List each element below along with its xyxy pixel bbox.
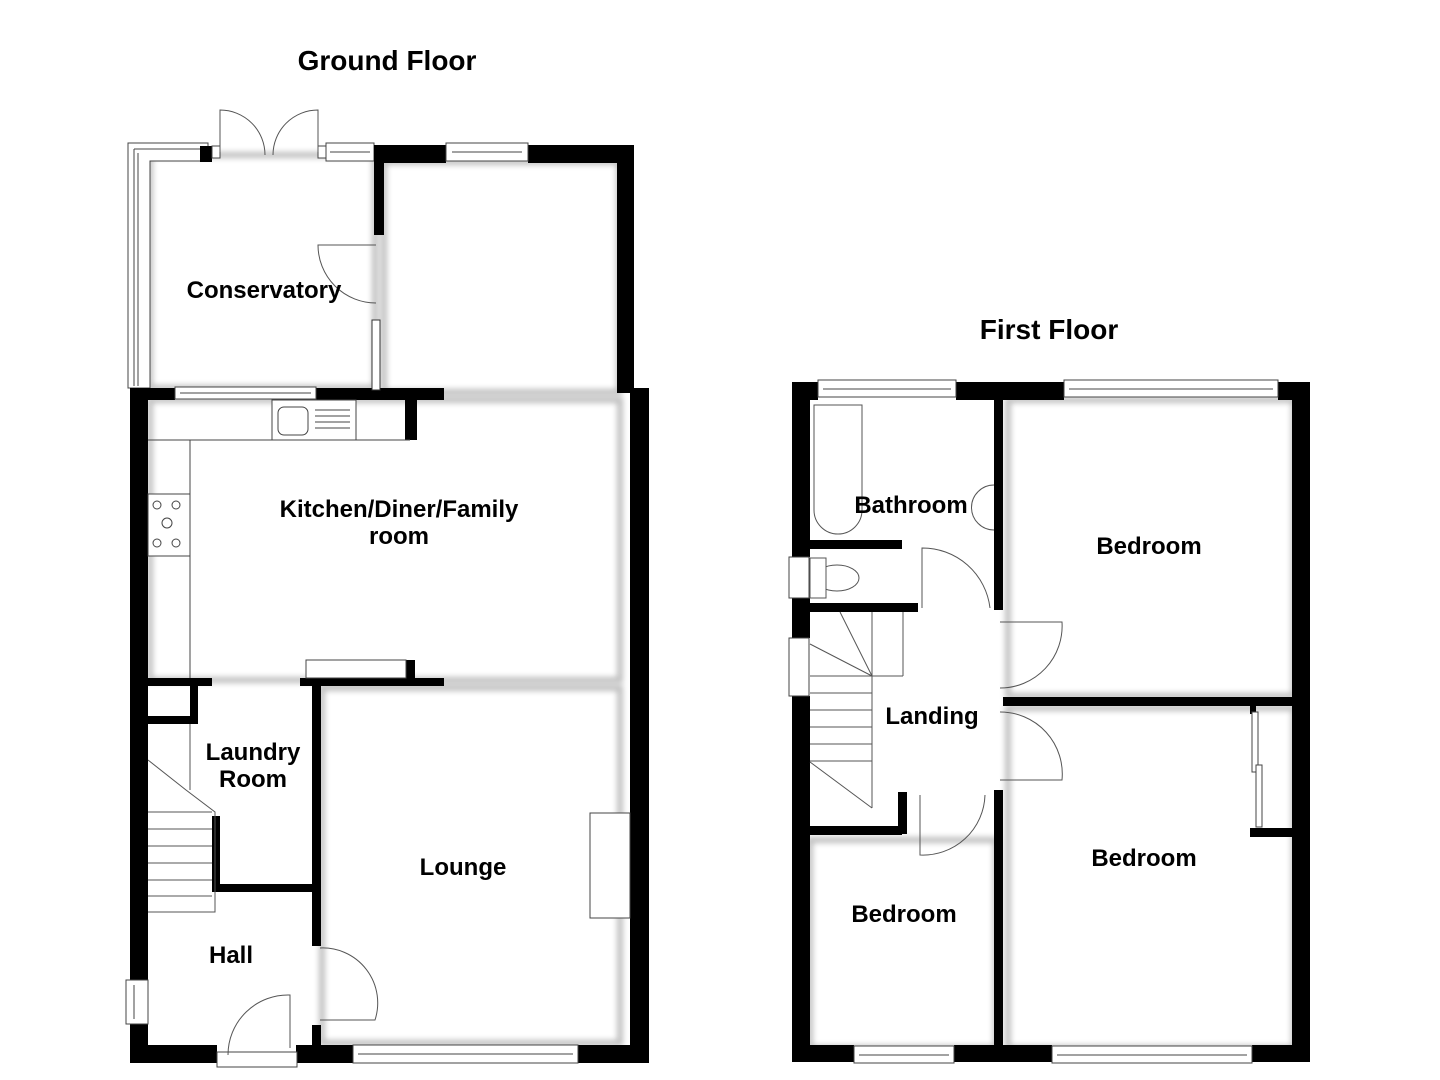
- ground-floor-plan: [125, 109, 649, 1068]
- room-label-lounge: Lounge: [419, 854, 507, 881]
- first-floor-stairs: [809, 611, 904, 809]
- conservatory-frame: [127, 109, 375, 389]
- room-label-bedroom-3: Bedroom: [851, 901, 957, 928]
- ground-floor-windows: [125, 142, 579, 1068]
- first-floor-title: First Floor: [979, 314, 1119, 345]
- bathroom-fixtures: [809, 404, 995, 599]
- ground-stairs: [147, 724, 216, 913]
- room-label-bedroom-2: Bedroom: [1091, 845, 1197, 872]
- ground-doors: [227, 244, 379, 1056]
- room-label-landing: Landing: [885, 703, 979, 730]
- first-floor-walls: [792, 382, 1310, 1062]
- room-label-hall: Hall: [208, 942, 254, 969]
- kitchen-units: [147, 399, 631, 919]
- room-label-conservatory: Conservatory: [186, 277, 342, 304]
- room-label-kitchen-diner-family: Kitchen/Diner/Family room: [279, 496, 519, 550]
- ground-floor-walls: [130, 145, 649, 1063]
- room-label-bedroom-1: Bedroom: [1096, 533, 1202, 560]
- ground-floor-title: Ground Floor: [297, 45, 477, 76]
- room-label-bathroom: Bathroom: [854, 492, 968, 519]
- room-label-laundry: Laundry Room: [205, 739, 301, 793]
- first-floor-plan: [788, 379, 1310, 1064]
- basin-icon: [971, 484, 995, 531]
- chimney-breast: [589, 812, 631, 919]
- bath-icon: [813, 404, 863, 535]
- first-floor-windows: [788, 379, 1279, 1064]
- first-floor-doors: [919, 547, 1063, 856]
